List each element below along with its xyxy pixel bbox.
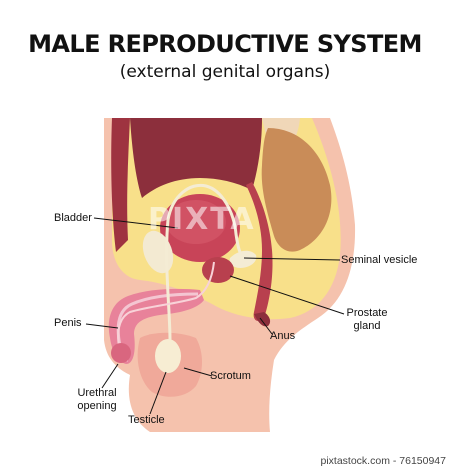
glans — [111, 343, 131, 363]
label-scrotum: Scrotum — [210, 370, 251, 382]
leader-bladder — [93, 217, 179, 229]
diagram-subtitle: (external genital organs) — [119, 62, 331, 82]
label-testicle: Testicle — [128, 414, 165, 426]
leader-prostate — [229, 275, 345, 315]
label-bladder: Bladder — [54, 212, 92, 224]
label-anus: Anus — [270, 330, 296, 342]
rectal-wall — [246, 182, 273, 321]
label-seminal-vesicle: Seminal vesicle — [341, 254, 418, 266]
leader-anus — [259, 317, 273, 335]
leader-seminal-vesicle — [243, 257, 341, 261]
penis-organ — [108, 288, 204, 364]
label-urethral-opening: Urethral opening — [77, 387, 117, 412]
label-penis: Penis — [54, 317, 82, 329]
leader-urethral-opening — [101, 363, 119, 389]
abdominal-wall — [111, 118, 130, 252]
leader-scrotum — [183, 367, 213, 377]
watermark-logo: PIXTA — [148, 202, 256, 237]
label-prostate-gland: Prostate gland — [346, 307, 388, 332]
leader-penis — [85, 323, 119, 329]
urethra — [117, 261, 215, 353]
prostate-organ — [202, 257, 234, 283]
rectum — [261, 128, 332, 252]
vas-deferens — [165, 183, 246, 341]
testicle-organ — [155, 339, 181, 373]
stock-credit: pixtastock.com - 76150947 — [320, 455, 447, 467]
leader-testicle — [149, 371, 167, 415]
anus-organ — [254, 312, 271, 327]
diagram-title: MALE REPRODUCTIVE SYSTEM — [28, 30, 422, 58]
seminal-vesicle-organ — [229, 250, 257, 268]
abdominal-cavity — [130, 118, 262, 198]
